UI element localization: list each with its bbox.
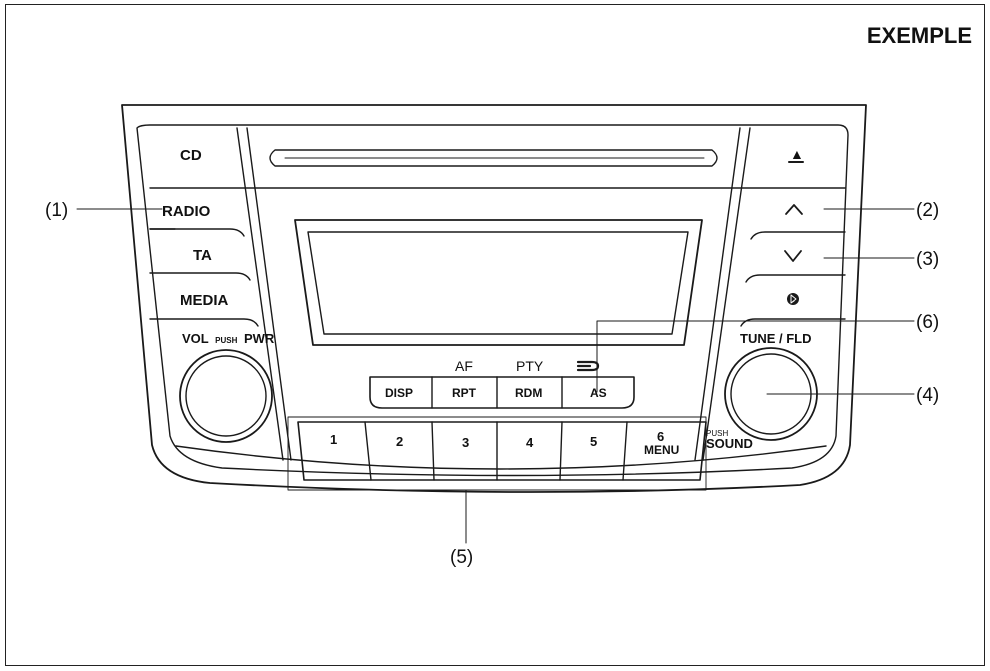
ta-button[interactable]: TA	[193, 247, 212, 264]
autostore-icon	[576, 360, 600, 372]
callout-5: (5)	[450, 547, 473, 568]
as-button[interactable]: AS	[590, 386, 607, 400]
chevron-down-icon[interactable]	[784, 250, 802, 262]
preset-button-6[interactable]: 6	[657, 429, 664, 444]
preset-highlight-box	[287, 416, 707, 491]
preset-button-2[interactable]: 2	[396, 434, 403, 449]
pty-label: PTY	[516, 358, 544, 374]
media-button[interactable]: MEDIA	[180, 292, 229, 309]
callout-4: (4)	[916, 385, 939, 406]
chevron-up-icon[interactable]	[785, 204, 803, 215]
rdm-button[interactable]: RDM	[515, 386, 542, 400]
bluetooth-icon[interactable]	[787, 293, 799, 305]
preset-button-1[interactable]: 1	[330, 432, 337, 447]
center-panel	[246, 127, 292, 461]
sound-label: SOUND	[706, 436, 753, 451]
function-button-row	[369, 376, 635, 409]
bluetooth-icon	[790, 294, 797, 304]
volume-knob[interactable]	[179, 349, 273, 443]
preset-button-5[interactable]: 5	[590, 434, 597, 449]
callout-3: (3)	[916, 249, 939, 270]
af-label: AF	[455, 358, 473, 374]
callout-2: (2)	[916, 200, 939, 221]
preset-row	[297, 421, 707, 481]
callout-1: (1)	[45, 200, 68, 221]
cd-slot	[269, 149, 718, 167]
preset-menu-label: MENU	[644, 443, 679, 457]
right-button-divider	[740, 318, 846, 327]
eject-icon[interactable]: ▲	[790, 146, 804, 162]
display-window	[294, 219, 703, 346]
disp-button[interactable]: DISP	[385, 386, 413, 400]
preset-divider	[431, 421, 435, 481]
outer-bezel	[121, 104, 867, 493]
center-panel	[236, 127, 284, 461]
preset-divider	[364, 421, 372, 481]
inner-bezel	[136, 124, 849, 477]
sound-push-label: PUSH	[706, 429, 728, 438]
preset-button-4[interactable]: 4	[526, 435, 534, 450]
cd-button[interactable]: CD	[180, 147, 202, 164]
left-button-divider	[149, 272, 251, 281]
volume-label: VOL PUSH PWR	[182, 331, 275, 346]
volume-knob-ring	[185, 355, 267, 437]
lower-trim-line	[175, 445, 827, 470]
center-panel	[702, 127, 751, 461]
callout-6: (6)	[916, 312, 939, 333]
left-button-divider	[149, 228, 245, 237]
right-button-divider	[750, 231, 846, 240]
radio-button[interactable]: RADIO	[162, 203, 211, 220]
preset-button-3[interactable]: 3	[462, 435, 469, 450]
left-button-divider	[149, 318, 259, 327]
volume-push-label: PUSH	[215, 336, 237, 345]
right-button-divider	[745, 274, 846, 283]
preset-divider	[559, 421, 563, 481]
diagram-frame: EXEMPLE	[5, 4, 985, 666]
rpt-button[interactable]: RPT	[452, 386, 477, 400]
display-window	[307, 231, 689, 335]
preset-divider	[622, 421, 628, 481]
diagram-title: EXEMPLE	[866, 23, 972, 48]
center-panel	[694, 127, 741, 461]
tune-label: TUNE / FLD	[740, 331, 812, 346]
